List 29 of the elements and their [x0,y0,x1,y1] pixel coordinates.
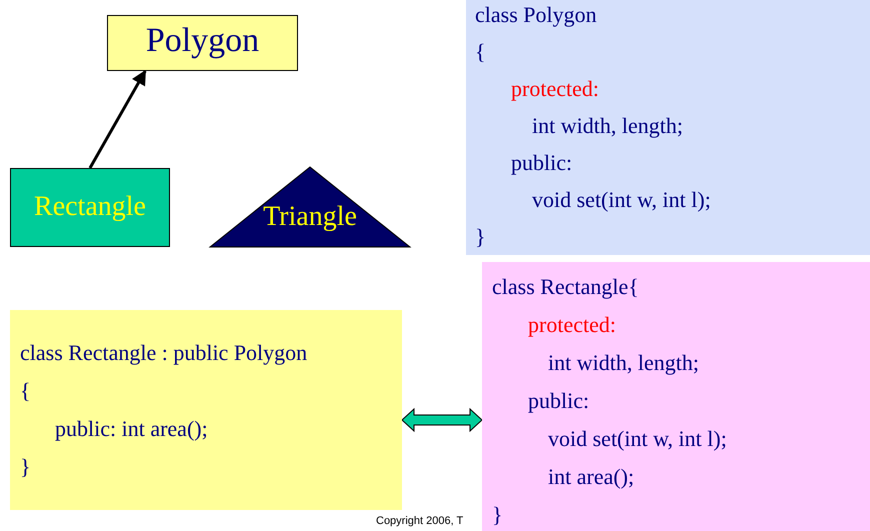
code-line: } [20,453,31,481]
class-name: Polygon [144,22,260,60]
class-box [10,168,170,247]
code-line: { [475,38,486,66]
code-box [10,310,402,510]
code-line: class Rectangle{ [492,273,639,301]
code-line: public: [511,149,572,177]
code-box [482,262,870,531]
code-line: } [475,223,486,251]
code-line: class Rectangle : public Polygon [20,339,308,367]
code-line: protected: [528,311,616,339]
code-line: public: int area(); [55,415,208,443]
code-line: } [492,501,503,529]
code-line: class Polygon [475,1,597,29]
code-line: int width, length; [548,349,699,377]
class-name: Triangle [262,201,358,233]
code-line: void set(int w, int l); [532,186,711,214]
code-line: void set(int w, int l); [548,425,727,453]
code-line: int area(); [548,463,634,491]
copyright-note: Copyright 2006, T [376,515,464,527]
class-name: Rectangle [33,191,147,223]
arrow [88,70,146,169]
code-box [466,0,870,255]
code-line: int width, length; [532,112,683,140]
double-arrow [401,408,483,432]
code-line: protected: [511,75,599,103]
class-box [107,15,298,71]
code-line: { [20,377,31,405]
code-line: public: [528,387,590,415]
